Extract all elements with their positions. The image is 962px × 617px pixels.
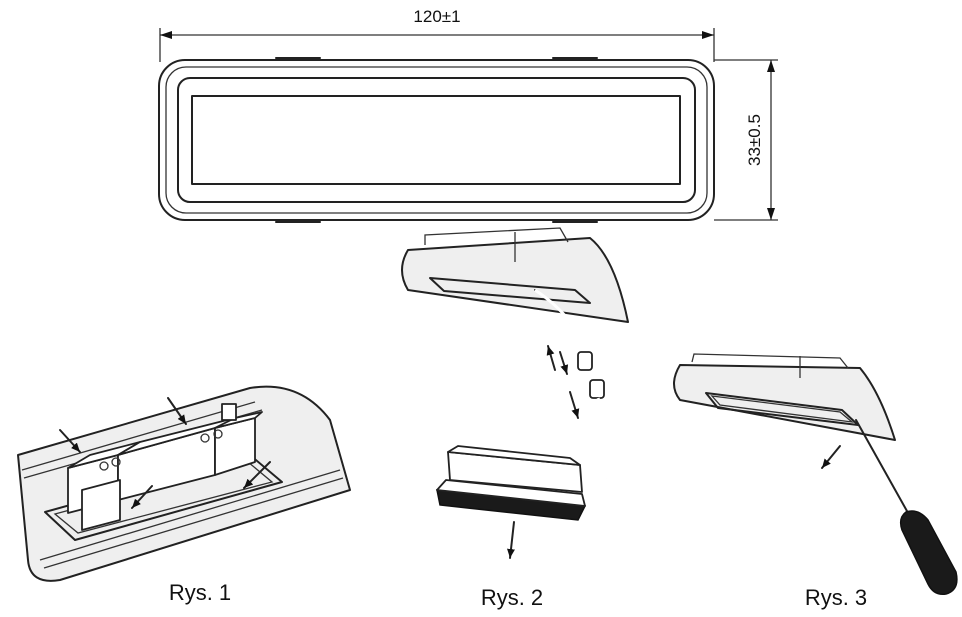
screwdriver-shaft	[855, 419, 913, 521]
figure-3-label: Rys. 3	[805, 585, 867, 610]
width-dimension-label: 120±1	[413, 7, 460, 26]
figure-2-illustration: Rys. 2	[401, 227, 629, 610]
lamp-top-view: 120±1 33±0.5	[158, 7, 778, 223]
figure-2-label: Rys. 2	[481, 585, 543, 610]
figure-1-label: Rys. 1	[169, 580, 231, 605]
screwdriver-handle	[899, 510, 958, 596]
figure-3-illustration: Rys. 3	[673, 353, 958, 610]
lamp-lens	[191, 95, 681, 185]
height-dimension-label: 33±0.5	[745, 114, 764, 166]
lamp-outer-frame	[158, 59, 715, 221]
figure-1-illustration: Rys. 1	[17, 385, 351, 605]
